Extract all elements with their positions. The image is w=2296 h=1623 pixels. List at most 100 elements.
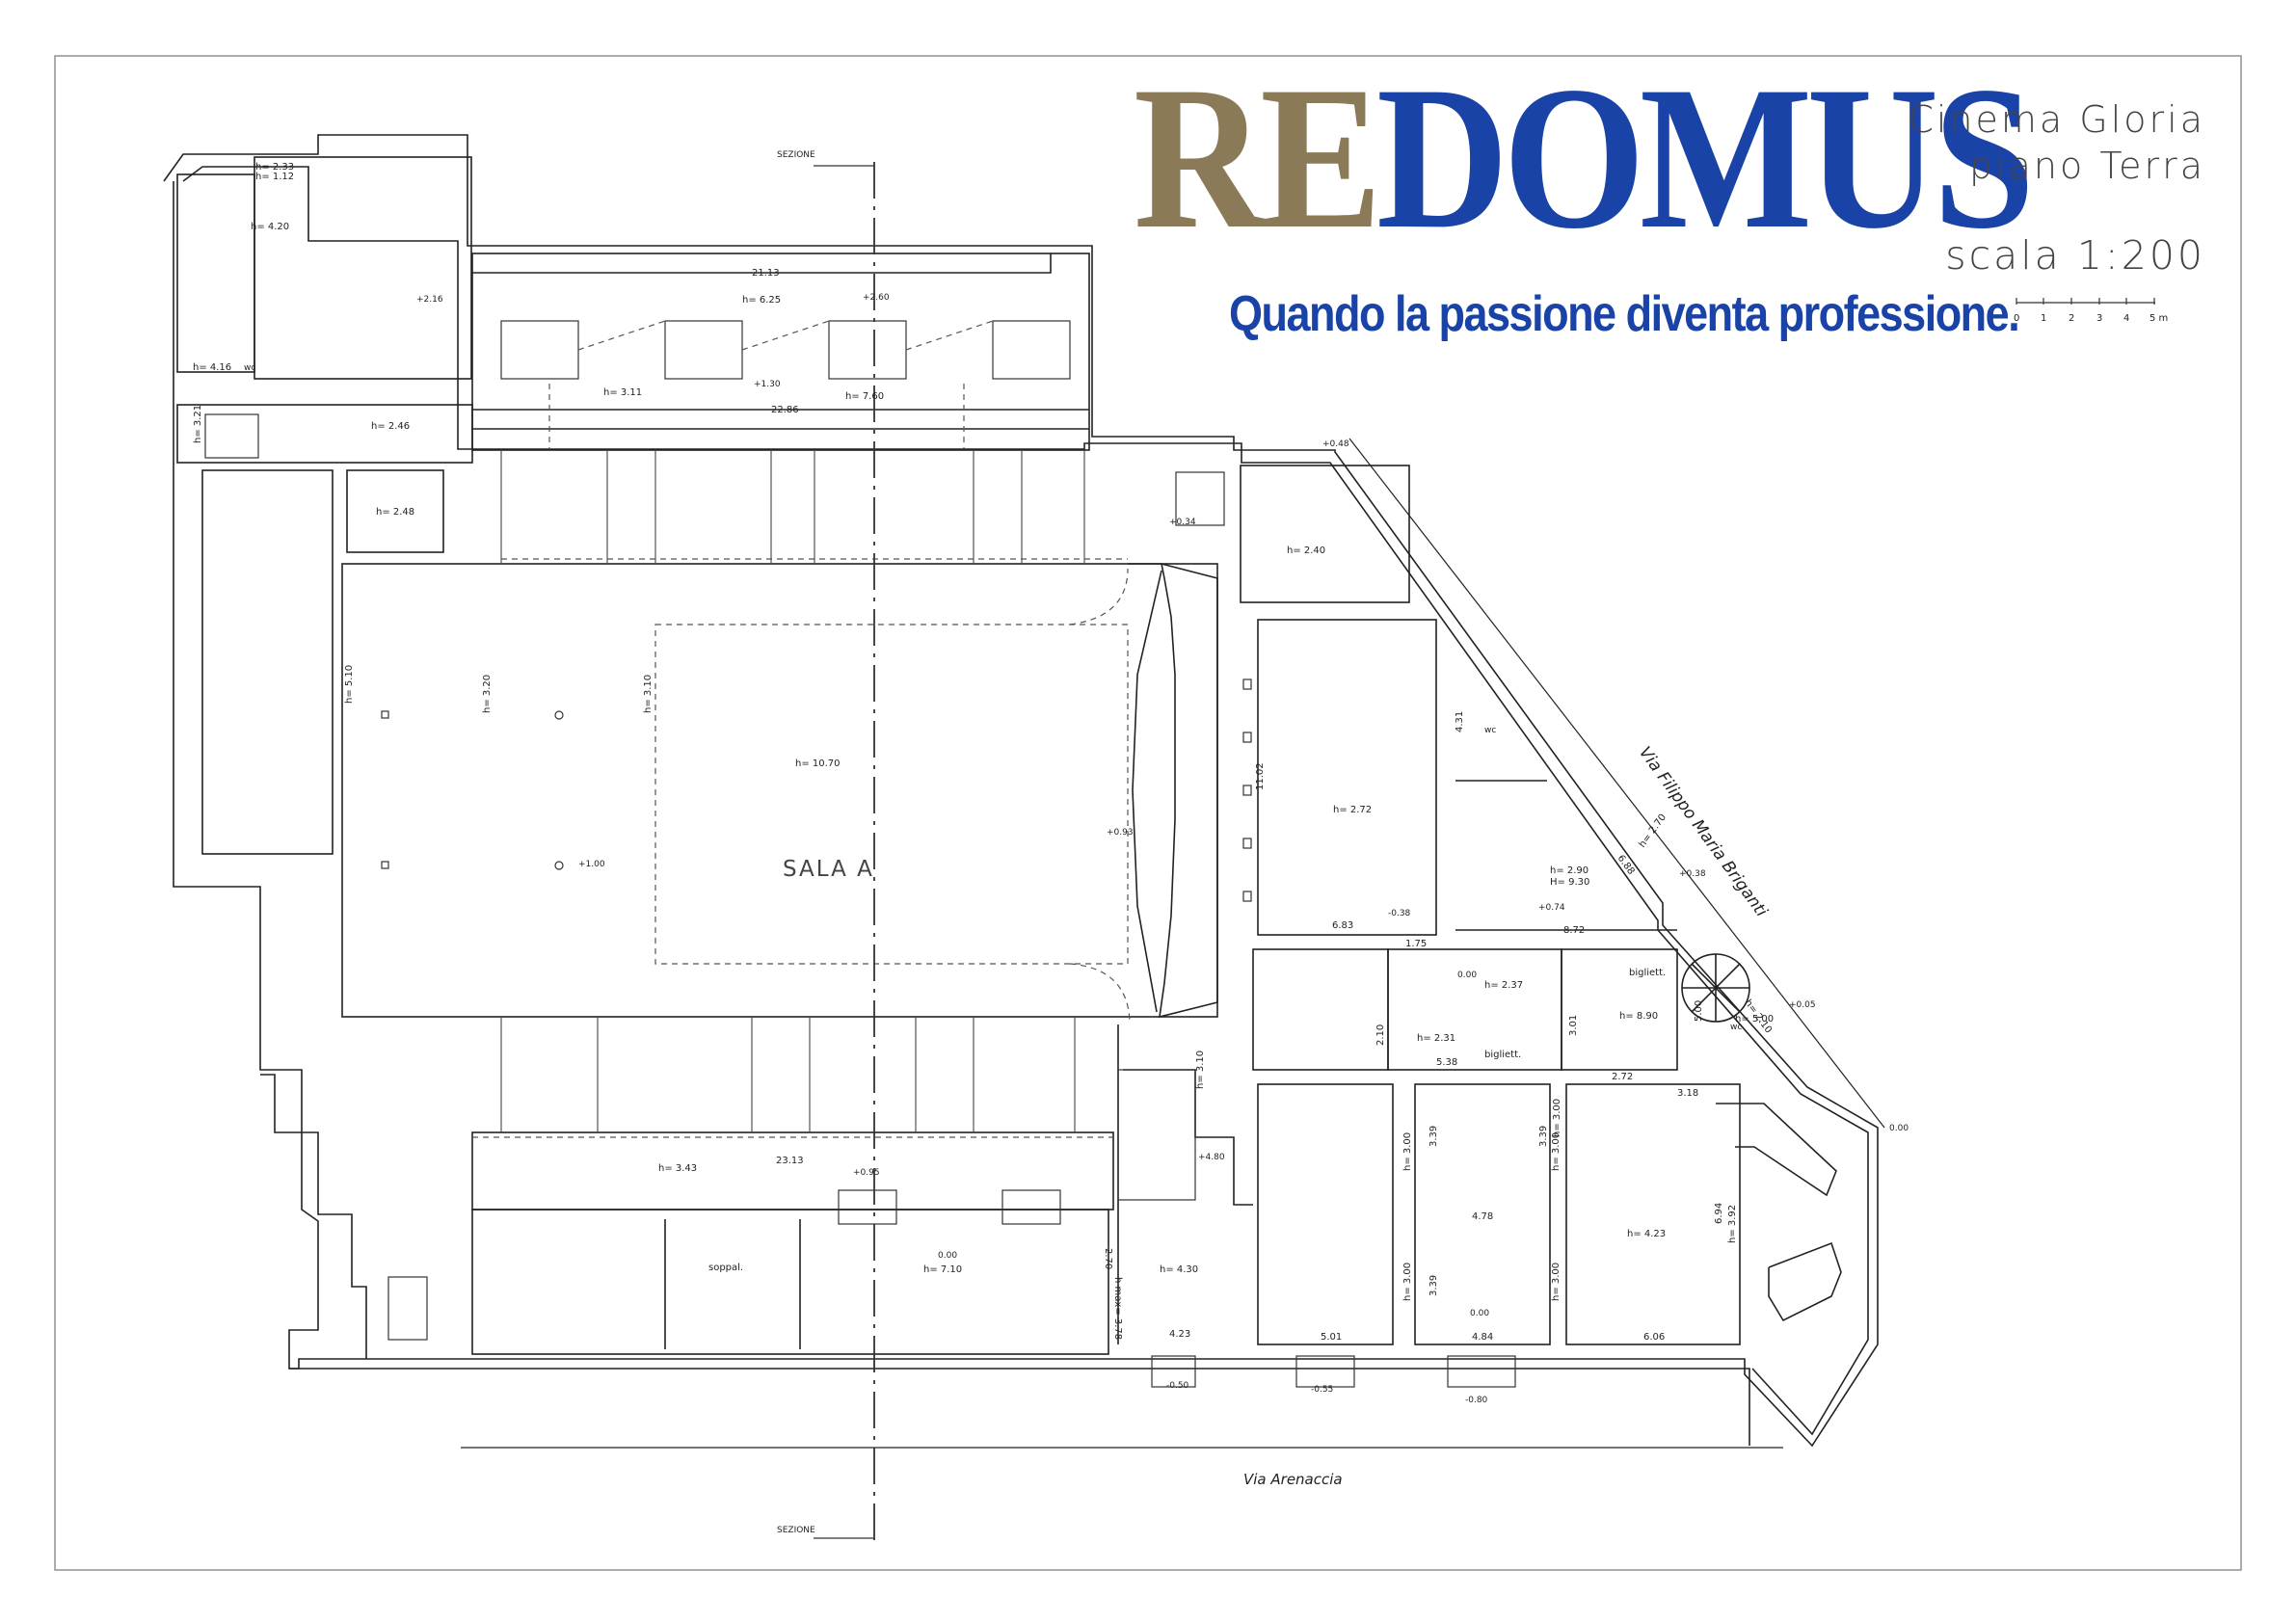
level-18: -0.50 [1166,1381,1189,1391]
hall-outline [341,563,1218,1018]
height-27: h= 3.00 [1402,1132,1413,1171]
height-12: h= 3.10 [643,675,654,713]
level-19: -0.55 [1311,1385,1333,1395]
via-arenaccia-label: Via Arenaccia [1243,1471,1343,1488]
pillar-marker-3 [381,710,389,719]
height-4: h= 4.16 [193,362,231,373]
height-13: h= 10.70 [795,758,841,769]
stair-block-top [176,173,255,373]
height-30: h= 3.00 [1551,1263,1562,1301]
pillar-marker-5 [1242,678,1252,690]
room-top-left [254,156,472,380]
spiral-stair-spoke-4 [1691,963,1741,1013]
dim-10: 5.00 [1694,1000,1704,1022]
height-26: h= 3.10 [1195,1051,1206,1089]
corridor-top-left [176,404,473,464]
dim-20: 6.94 [1714,1203,1724,1224]
upper-tier-ramp-2 [741,320,830,351]
level-16: 0.00 [938,1251,957,1261]
level-9: +0.38 [1679,869,1706,879]
height-5: h= 6.25 [742,295,781,306]
dim-4: 11.02 [1255,762,1266,790]
scale-label-0: 0 [2014,313,2019,324]
level-20: -0.80 [1465,1396,1488,1405]
height-29: h= 3.00 [1551,1132,1562,1171]
height-9: h= 2.48 [376,507,414,518]
height-7: h= 7.60 [845,391,884,402]
step-4 [838,1189,897,1225]
height-28: h= 3.00 [1402,1263,1413,1301]
level-2: +2.60 [863,293,890,303]
sala-arc-top [1069,568,1129,625]
sala-arc-bottom [1069,963,1131,1023]
dim-6: 1.75 [1405,939,1427,949]
dim-22: 5.01 [1321,1332,1342,1343]
hall-screen-curve [1132,570,1162,1013]
dim-2: 22.86 [771,405,799,415]
upper-tier-ramp-3 [905,320,994,351]
stair-flight-7 [387,1276,428,1341]
step-5 [1001,1189,1061,1225]
level-5: +0.34 [1169,518,1196,527]
stair-flight-4 [992,320,1071,380]
office-strip [1252,948,1389,1071]
pillar-marker-4 [381,861,389,869]
height-11: h= 3.20 [482,675,493,713]
upper-gallery-line [472,253,1052,274]
height-14: h= 2.40 [1287,545,1325,556]
logo-re: RE [1134,44,1382,272]
level-3: +1.30 [754,380,781,389]
height-25: h= 4.23 [1627,1229,1666,1239]
biglett-label-1: bigliett. [1629,968,1666,978]
dim-3: 23.13 [776,1156,804,1166]
scale-label: scala 1:200 [1945,232,2205,279]
upper-gallery [471,253,1090,451]
bay-window [1716,1103,1837,1197]
height-18: h= 2.37 [1484,980,1523,991]
outer-wall-main [163,134,1879,1448]
room-h272 [1257,619,1437,936]
dim-11: 3.01 [1568,1015,1579,1036]
room-lower-1 [1257,1083,1394,1345]
height-1: h= 2.33 [255,162,294,173]
dim-19: 4.78 [1472,1211,1493,1222]
dim-7: 8.72 [1563,925,1585,936]
dim-13: 3.18 [1677,1088,1698,1099]
scale-label-4: 4 [2123,313,2129,324]
wc-label-1: wc [244,363,255,373]
height-10: h= 5.10 [344,665,355,704]
height-15: h= 2.72 [1333,805,1372,815]
stair-flight-1 [500,320,579,380]
level-12: +0.05 [1789,1000,1816,1010]
tagline: Quando la passione diventa professione. [1229,285,2020,342]
height-35: h max= 3.78 [1112,1277,1123,1340]
wc-label-3: wc [1730,1023,1742,1032]
pavement-edge [289,1368,1750,1446]
sala-label: SALA A [783,857,874,882]
sheet-border [54,55,2242,1571]
office-h890 [1561,948,1678,1071]
redomus-logo: REDOMUS [1134,56,2035,261]
height-24: h= 4.30 [1160,1264,1198,1275]
pillar-marker-8 [1242,838,1252,849]
soppal-label: soppal. [708,1263,743,1273]
dim-25: 2.70 [1103,1248,1113,1269]
pillar-marker-1 [554,710,564,720]
sala-seating-area [654,624,1129,965]
dim-18: 3.39 [1538,1126,1549,1147]
stair-flight-6 [1117,1069,1196,1201]
stair-core-2 [1123,1069,1253,1206]
lower-rooms [471,1209,1109,1355]
room-h240 [1240,465,1410,603]
lower-left-steps [260,1074,367,1359]
scale-label-1: 1 [2041,313,2046,324]
level-15: +4.80 [1198,1153,1225,1162]
pillar-marker-7 [1242,785,1252,796]
section-label-top: SEZIONE [777,150,815,160]
dim-1: 21.13 [752,268,780,279]
height-19: h= 2.31 [1417,1033,1455,1044]
dim-16: 3.39 [1428,1126,1439,1147]
wc-label-2: wc [1484,726,1496,735]
